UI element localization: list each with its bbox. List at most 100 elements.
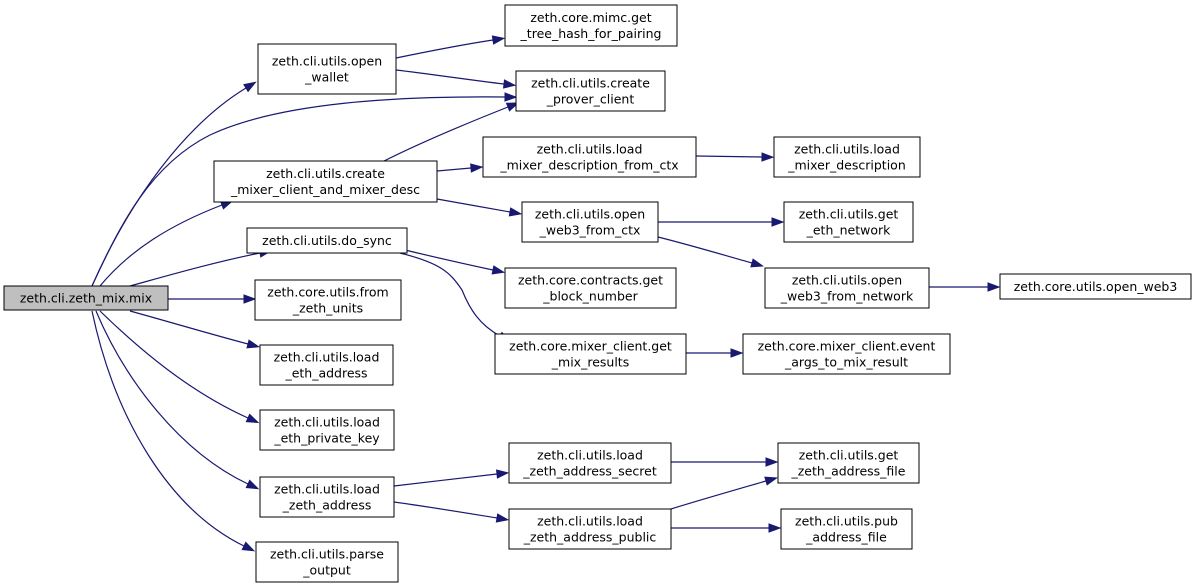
node-box[interactable]	[504, 267, 677, 309]
node-load-zeth-address-public[interactable]: zeth.cli.utils.load_zeth_address_public	[508, 508, 672, 550]
node-label-line: zeth.cli.utils.load	[537, 448, 643, 463]
arrowhead-load-mixer-description	[761, 152, 775, 162]
node-box[interactable]	[254, 279, 402, 321]
node-label-line: _mix_results	[551, 355, 629, 370]
node-from-zeth-units[interactable]: zeth.core.utils.from_zeth_units	[254, 279, 402, 321]
node-label-line: zeth.core.mixer_client.event	[758, 339, 936, 354]
node-open-web3-from-network[interactable]: zeth.cli.utils.open_web3_from_network	[764, 267, 930, 309]
node-label-line: _zeth_address_file	[791, 464, 906, 479]
node-box[interactable]	[773, 136, 921, 178]
node-get-mix-results[interactable]: zeth.core.mixer_client.get_mix_results	[494, 333, 687, 375]
node-get-zeth-address-file[interactable]: zeth.cli.utils.get_zeth_address_file	[777, 442, 920, 484]
node-label-line: zeth.cli.utils.load	[537, 142, 643, 157]
node-create-prover-client[interactable]: zeth.cli.utils.create_prover_client	[515, 70, 666, 112]
edge-mix-to-load-zeth-address	[95, 310, 249, 485]
node-box[interactable]	[783, 201, 914, 243]
node-create-mixer-client-and-mixer-desc[interactable]: zeth.cli.utils.create_mixer_client_and_m…	[213, 160, 438, 203]
node-label-line: _eth_private_key	[273, 431, 380, 446]
edge-load-mixer-description-from-ctx-to-load-mixer-description	[695, 155, 763, 158]
node-box[interactable]	[508, 508, 672, 550]
node-label-line: _zeth_address_public	[523, 530, 657, 545]
node-label-line: _zeth_address	[282, 498, 372, 513]
node-load-eth-address[interactable]: zeth.cli.utils.load_eth_address	[259, 344, 394, 386]
node-label-line: zeth.core.mixer_client.get	[509, 339, 672, 354]
node-box[interactable]	[3, 285, 169, 311]
node-box[interactable]	[255, 541, 399, 583]
edge-create-mixer-client-and-mixer-desc-to-create-prover-client	[383, 106, 509, 162]
arrowhead-create-prover-client	[505, 102, 520, 112]
node-label-line: zeth.core.utils.from	[267, 285, 388, 300]
edge-mix-to-parse-output	[91, 310, 245, 547]
node-box[interactable]	[764, 267, 930, 309]
arrowhead-get-zeth-address-file	[764, 476, 778, 486]
arrowhead-load-zeth-address-secret	[495, 469, 510, 479]
node-box[interactable]	[508, 442, 672, 484]
arrowhead-open-web3-from-network	[750, 258, 764, 268]
node-load-zeth-address[interactable]: zeth.cli.utils.load_zeth_address	[259, 476, 395, 518]
node-box[interactable]	[494, 333, 687, 375]
node-label-line: zeth.cli.utils.open	[535, 207, 645, 222]
node-label-line: zeth.cli.utils.load	[274, 482, 380, 497]
arrowhead-get-zeth-address-file	[765, 457, 779, 467]
arrowhead-pub-address-file	[768, 523, 782, 533]
node-label-line: _output	[302, 563, 351, 578]
node-load-mixer-description[interactable]: zeth.cli.utils.load_mixer_description	[773, 136, 921, 178]
node-do-sync[interactable]: zeth.cli.utils.do_sync	[246, 227, 408, 254]
node-box[interactable]	[259, 476, 395, 518]
node-get-tree-hash-for-pairing[interactable]: zeth.core.mimc.get_tree_hash_for_pairing	[504, 4, 678, 47]
node-label-line: _zeth_address_secret	[522, 464, 657, 479]
node-label-line: zeth.cli.utils.parse	[270, 547, 384, 562]
edge-create-mixer-client-and-mixer-desc-to-open-web3-from-ctx	[436, 198, 511, 213]
node-box[interactable]	[213, 160, 438, 203]
node-load-zeth-address-secret[interactable]: zeth.cli.utils.load_zeth_address_secret	[508, 442, 672, 484]
nodes-layer: zeth.cli.zeth_mix.mix zeth.cli.utils.open…	[3, 4, 1192, 583]
node-parse-output[interactable]: zeth.cli.utils.parse_output	[255, 541, 399, 583]
node-load-mixer-description-from-ctx[interactable]: zeth.cli.utils.load_mixer_description_fr…	[482, 136, 697, 178]
node-box[interactable]	[515, 70, 666, 112]
node-pub-address-file[interactable]: zeth.cli.utils.pub_address_file	[780, 508, 913, 550]
edge-open-wallet-to-create-prover-client	[395, 69, 505, 85]
node-label-line: _web3_from_network	[780, 289, 914, 304]
edge-load-zeth-address-to-load-zeth-address-public	[393, 501, 498, 519]
edge-mix-to-create-prover-client	[91, 96, 506, 287]
node-label-line: zeth.cli.utils.load	[274, 415, 380, 430]
node-box[interactable]	[504, 4, 678, 47]
edge-open-web3-from-ctx-to-open-web3-from-network	[657, 236, 753, 264]
node-load-eth-private-key[interactable]: zeth.cli.utils.load_eth_private_key	[259, 409, 395, 451]
node-get-block-number[interactable]: zeth.core.contracts.get_block_number	[504, 267, 677, 309]
node-box[interactable]	[999, 273, 1192, 300]
node-get-eth-network[interactable]: zeth.cli.utils.get_eth_network	[783, 201, 914, 243]
edge-mix-to-create-mixer-client-and-mixer-desc	[99, 204, 223, 287]
arrowhead-open-wallet	[243, 81, 257, 93]
node-label-line: zeth.cli.utils.create	[531, 76, 650, 91]
edge-do-sync-to-get-block-number	[404, 249, 494, 271]
edge-mix-to-load-eth-private-key	[99, 310, 249, 419]
node-label-line: _eth_address	[284, 366, 367, 381]
arrowhead-open-web3	[987, 282, 1001, 292]
node-box[interactable]	[259, 344, 394, 386]
node-label-line: _wallet	[304, 70, 349, 85]
node-label-line: _args_to_mix_result	[784, 355, 908, 370]
node-box[interactable]	[742, 333, 951, 375]
node-box[interactable]	[780, 508, 913, 550]
node-label-line: _mixer_client_and_mixer_desc	[230, 182, 420, 197]
arrowhead-load-zeth-address	[245, 479, 260, 490]
node-label-line: _prover_client	[546, 92, 635, 107]
node-event-args-to-mix-result[interactable]: zeth.core.mixer_client.event_args_to_mix…	[742, 333, 951, 375]
arrowhead-load-eth-private-key	[245, 413, 260, 424]
arrowhead-parse-output	[241, 541, 256, 552]
node-label-line: zeth.cli.utils.get	[799, 448, 899, 463]
node-open-wallet[interactable]: zeth.cli.utils.open_wallet	[257, 43, 397, 95]
node-box[interactable]	[777, 442, 920, 484]
node-box[interactable]	[482, 136, 697, 178]
node-box[interactable]	[259, 409, 395, 451]
node-box[interactable]	[246, 227, 408, 254]
node-label-line: _web3_from_ctx	[539, 223, 641, 238]
arrowhead-from-zeth-units	[243, 294, 257, 304]
node-open-web3-from-ctx[interactable]: zeth.cli.utils.open_web3_from_ctx	[521, 201, 659, 243]
node-box[interactable]	[257, 43, 397, 95]
node-box[interactable]	[521, 201, 659, 243]
node-label-line: zeth.cli.utils.load	[274, 350, 380, 365]
node-mix[interactable]: zeth.cli.zeth_mix.mix	[3, 285, 169, 311]
node-open-web3[interactable]: zeth.core.utils.open_web3	[999, 273, 1192, 300]
